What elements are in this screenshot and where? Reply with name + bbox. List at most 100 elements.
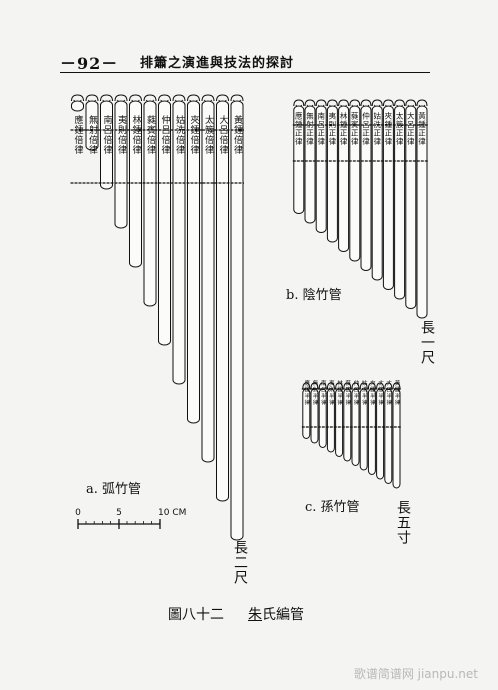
pipe-cap: [315, 99, 327, 107]
pipe-set-a: 黃鍾倍律大呂倍律太簇倍律夾鍾倍律姑洗倍律仲呂倍律蕤賓倍律林鍾倍律夷則倍律南呂倍律…: [70, 94, 244, 541]
pipe: 應鍾半律: [302, 379, 311, 439]
page-number: －92－: [60, 54, 119, 73]
pipe-label: 仲呂倍律: [160, 114, 171, 155]
pipe-cap: [201, 94, 215, 102]
pipe-label: 仲呂半律: [353, 379, 360, 407]
page-header: －92－ 排簫之演進與技法的探討: [60, 50, 430, 73]
pipe-label: 太簇倍律: [203, 114, 214, 155]
pipe: 夷則倍律: [114, 94, 128, 229]
caption-figure-number: 圖八十二: [168, 607, 224, 623]
pipe-body: [129, 100, 142, 268]
pipe-body: [201, 100, 215, 463]
pipe-label: 姑洗半律: [361, 379, 368, 407]
pipe-label: 太簇正律: [395, 111, 404, 147]
pipe-label: 夷則倍律: [116, 114, 127, 155]
pipe: 夾鍾正律: [382, 99, 394, 290]
pipe-set-c: 黃鍾半律大呂半律太簇半律夾鍾半律姑洗半律仲呂半律蕤賓半律林鍾半律夷則半律南呂半律…: [301, 379, 401, 489]
pipe-cap: [293, 99, 305, 107]
pipe-cap: [302, 382, 311, 390]
watermark: 歌谱简谱网 jianpu.net: [353, 667, 478, 681]
pipe-cap: [360, 99, 372, 107]
pipe-cap: [230, 94, 244, 102]
pipe-label: 南呂正律: [316, 111, 325, 147]
pipe-label: 應鍾正律: [294, 111, 303, 147]
pipe-label: 蕤賓半律: [344, 379, 351, 407]
pipe: 夷則半律: [326, 379, 335, 453]
pipe-cap: [382, 99, 394, 107]
pipe-label: 南呂半律: [320, 379, 327, 407]
pipe-label: 黃鍾正律: [417, 111, 426, 147]
pipe-cap: [172, 94, 186, 102]
scale-tick-label: 10 CM: [158, 508, 186, 518]
pipe: 黃鍾正律: [416, 99, 428, 319]
pipe-label: 夷則正律: [328, 111, 337, 147]
pipe: 蕤賓倍律: [143, 94, 157, 307]
figure-c-length: 長五寸: [395, 500, 411, 545]
pipe-label: 太簇半律: [377, 379, 384, 407]
pipe-cap: [71, 94, 84, 102]
pipe-body: [293, 105, 305, 214]
pipe-body: [172, 100, 186, 385]
pipe: 蕤賓正律: [349, 99, 361, 262]
pipe-label: 姑洗倍律: [174, 114, 185, 155]
pipe: 姑洗半律: [359, 379, 368, 471]
pipe-body: [349, 105, 361, 262]
pipe: 仲呂倍律: [158, 94, 171, 346]
pipe: 大呂半律: [384, 379, 393, 484]
pipe-body: [304, 105, 316, 224]
scale-tick-label: 5: [116, 508, 122, 518]
pipe-body: [230, 100, 244, 541]
pipe-body: [416, 105, 428, 319]
pipe-cap: [392, 382, 401, 390]
pipe-label: 應鍾倍律: [73, 114, 84, 155]
pipe-body: [114, 100, 128, 229]
pipe: 仲呂正律: [360, 99, 372, 271]
pipe-label: 夾鍾正律: [384, 112, 393, 147]
pipe-body: [405, 105, 417, 309]
pipe-body: [315, 105, 327, 233]
pipe: 太簇半律: [376, 379, 385, 480]
pipe-cap: [335, 382, 344, 390]
pipe: 林鍾正律: [338, 99, 350, 252]
caption-subject-rest: 氏編管: [262, 607, 304, 623]
pipe-label: 林鍾正律: [339, 111, 348, 147]
pipe: 大呂正律: [405, 99, 417, 309]
pipe: 黃鍾倍律: [230, 94, 244, 541]
scale-tick-label: 0: [75, 508, 81, 518]
pipe-cap: [384, 382, 393, 390]
pipe-label: 應鍾半律: [303, 379, 310, 407]
caption-subject-underlined: 朱: [248, 607, 262, 623]
pipe-label: 夾鍾半律: [369, 380, 376, 407]
pipe-label: 夷則半律: [328, 379, 335, 407]
figure-a-length: 長二尺: [232, 540, 248, 585]
pipe-body: [326, 105, 338, 243]
scale-bar: 0 5 10 CM: [75, 508, 186, 529]
pipe: 南呂正律: [315, 99, 327, 233]
pipe: 無射正律: [304, 99, 316, 224]
pipe-cap: [326, 382, 335, 390]
pipe-label: 林鍾倍律: [131, 114, 142, 155]
pipe-cap: [416, 99, 428, 107]
pipe-cap: [158, 94, 171, 102]
pipe: 黃鍾半律: [392, 379, 401, 489]
pipe-label: 黃鍾倍律: [232, 114, 243, 155]
pipe: 仲呂半律: [351, 379, 360, 466]
pipe-label: 大呂正律: [406, 111, 415, 147]
pipe: 應鍾倍律: [71, 94, 84, 155]
pipe-label: 無射半律: [312, 379, 319, 407]
pipe-body: [394, 105, 406, 300]
pipe-cap: [216, 94, 229, 102]
pipe-cap: [129, 94, 142, 102]
pipe-label: 黃鍾半律: [394, 379, 401, 407]
pipe-label: 蕤賓倍律: [145, 114, 156, 155]
pipe-cap: [143, 94, 157, 102]
pipe-cap: [187, 94, 200, 102]
pipe-body: [143, 100, 157, 307]
pipe-body: [71, 100, 84, 112]
pipe: 無射倍律: [85, 94, 99, 155]
pipe: 林鍾半律: [335, 379, 344, 457]
pipe-label: 大呂倍律: [218, 114, 229, 155]
pipe-cap: [318, 382, 327, 390]
pipe-body: [371, 105, 383, 281]
pipe: 應鍾正律: [293, 99, 305, 214]
